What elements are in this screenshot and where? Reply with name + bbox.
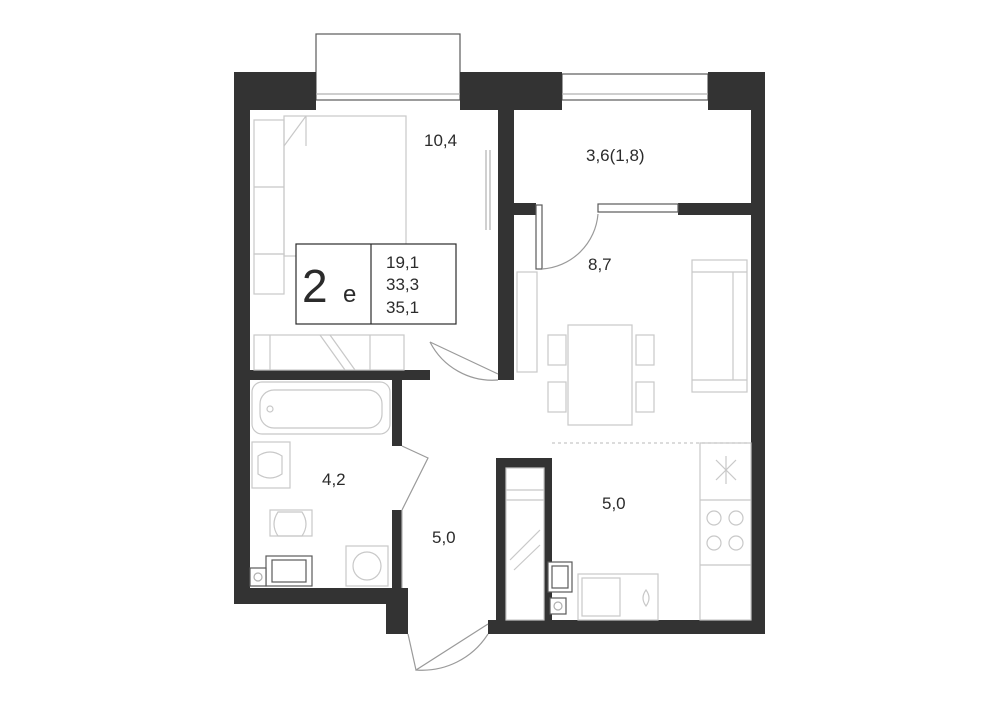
- bedroom-area-label: 10,4: [424, 131, 457, 150]
- living-furniture: [516, 259, 751, 444]
- hallway-area-label: 5,0: [432, 528, 456, 547]
- area-main-value: 33,3: [386, 275, 419, 294]
- doors: [401, 203, 679, 671]
- bedroom-furniture: [253, 115, 491, 371]
- living-room-area-label: 8,7: [588, 255, 612, 274]
- kitchen-area-label: 5,0: [602, 494, 626, 513]
- hallway-furniture: [505, 467, 545, 621]
- apartment-type: 2: [302, 260, 328, 312]
- room-labels: 10,4 3,6(1,8) 8,7 4,2 5,0 5,0: [322, 131, 645, 547]
- window-group: [315, 33, 709, 101]
- apartment-type-suffix: е: [343, 281, 356, 308]
- area-living-value: 19,1: [386, 253, 419, 272]
- balcony-area-label: 3,6(1,8): [586, 146, 645, 165]
- area-total-value: 35,1: [386, 298, 419, 317]
- apartment-badge: 2 е 19,1 33,3 35,1: [295, 243, 457, 325]
- walls: [234, 72, 765, 634]
- window-top-left: [315, 33, 461, 101]
- window-top-right: [561, 73, 709, 101]
- kitchen-furniture: [547, 442, 752, 621]
- bathroom-area-label: 4,2: [322, 470, 346, 489]
- bathroom-furniture: [249, 381, 391, 587]
- balcony-door: [535, 204, 543, 270]
